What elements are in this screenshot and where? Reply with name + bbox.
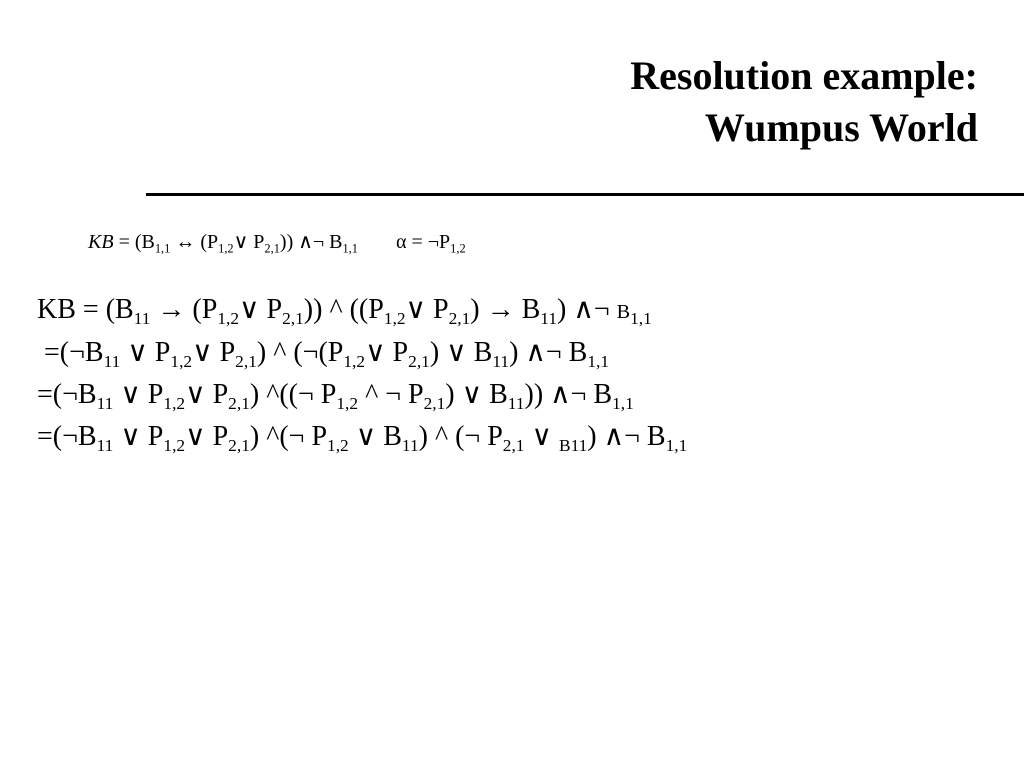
cnf-step-2: =(¬B11 ∨ P1,2∨ P2,1) ^ (¬(P1,2∨ P2,1) ∨ … xyxy=(44,337,610,372)
cnf-step-4: =(¬B11 ∨ P1,2∨ P2,1) ^(¬ P1,2 ∨ B11) ^ (… xyxy=(37,421,688,456)
alpha-query: α = ¬P1,2 xyxy=(395,231,466,256)
slide-title: Resolution example: Wumpus World xyxy=(630,50,978,154)
cnf-step-3: =(¬B11 ∨ P1,2∨ P2,1) ^((¬ P1,2 ^ ¬ P2,1)… xyxy=(37,379,634,414)
cnf-step-1: KB = (B11 → (P1,2∨ P2,1)) ^ ((P1,2∨ P2,1… xyxy=(37,294,652,329)
title-divider xyxy=(146,193,1024,196)
title-line-2: Wumpus World xyxy=(704,105,978,150)
kb-symbol: KB xyxy=(88,231,114,253)
title-line-1: Resolution example: xyxy=(630,53,978,98)
kb-definition: KB = (B1,1 ↔ (P1,2∨ P2,1)) ∧¬ B1,1 xyxy=(88,231,358,256)
kb-definition-line: KB = (B1,1 ↔ (P1,2∨ P2,1)) ∧¬ B1,1 α = ¬P… xyxy=(88,231,466,256)
